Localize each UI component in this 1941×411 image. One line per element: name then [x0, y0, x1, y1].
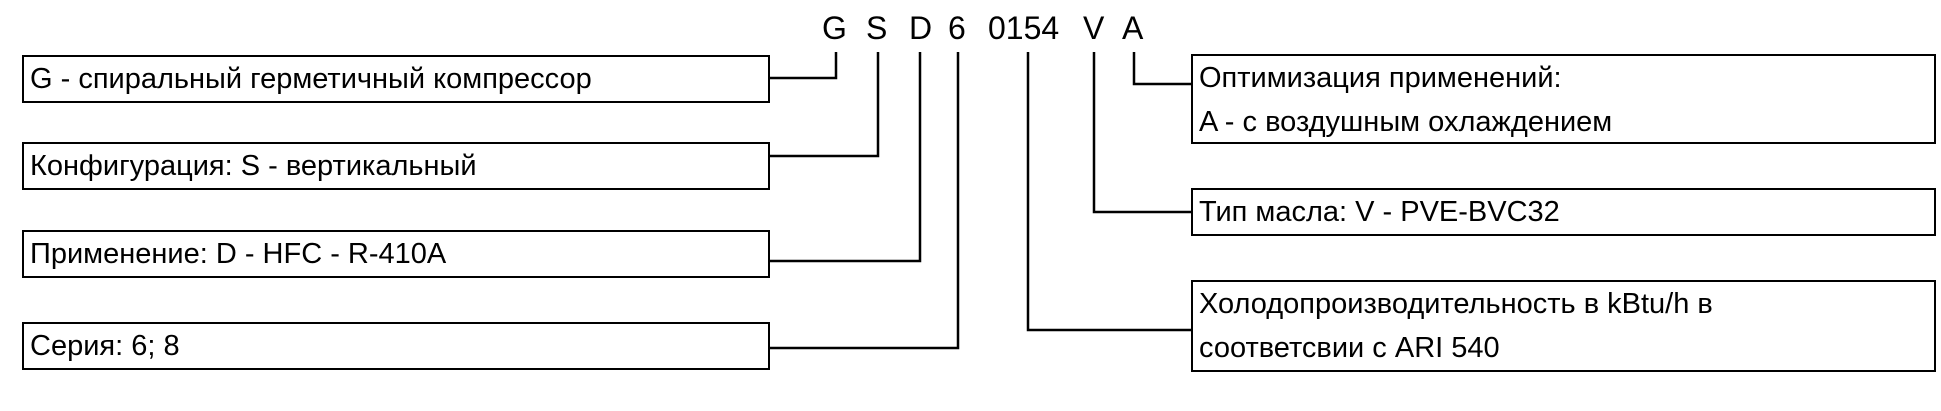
box-cooling-capacity-line2: соответсвии с ARI 540: [1199, 332, 1500, 364]
code-letter-g: G: [822, 10, 847, 46]
code-letter-s: S: [866, 10, 888, 46]
code-letter-d: D: [909, 10, 933, 46]
box-application-optimization: Оптимизация применений: A - с воздушным …: [1191, 54, 1936, 144]
box-configuration-text: Конфигурация: S - вертикальный: [30, 150, 477, 182]
connector-v: [1092, 52, 1192, 214]
connector-series: [768, 52, 960, 350]
connector-capacity: [1026, 52, 1192, 332]
box-cooling-capacity-line1: Холодопроизводительность в kBtu/h в: [1199, 288, 1713, 320]
code-capacity: 0154: [988, 10, 1060, 46]
box-application-optimization-line1: Оптимизация применений:: [1199, 62, 1562, 94]
box-application: Применение: D - HFC - R-410A: [22, 230, 770, 278]
box-oil-type-text: Тип масла: V - PVE-BVC32: [1199, 196, 1560, 228]
box-configuration: Конфигурация: S - вертикальный: [22, 142, 770, 190]
code-letter-v: V: [1083, 10, 1105, 46]
code-letter-a: A: [1122, 10, 1144, 46]
box-compressor-type-text: G - спиральный герметичный компрессор: [30, 63, 592, 95]
connector-s: [768, 52, 880, 158]
connector-g: [768, 52, 838, 80]
box-series: Серия: 6; 8: [22, 322, 770, 370]
box-application-optimization-line2: A - с воздушным охлаждением: [1199, 106, 1613, 138]
connector-d: [768, 52, 922, 263]
box-oil-type: Тип масла: V - PVE-BVC32: [1191, 188, 1936, 236]
connector-a: [1132, 52, 1192, 86]
box-compressor-type: G - спиральный герметичный компрессор: [22, 55, 770, 103]
box-series-text: Серия: 6; 8: [30, 330, 180, 362]
code-digit-series: 6: [948, 10, 966, 46]
box-cooling-capacity: Холодопроизводительность в kBtu/h в соот…: [1191, 280, 1936, 372]
box-application-text: Применение: D - HFC - R-410A: [30, 238, 447, 270]
